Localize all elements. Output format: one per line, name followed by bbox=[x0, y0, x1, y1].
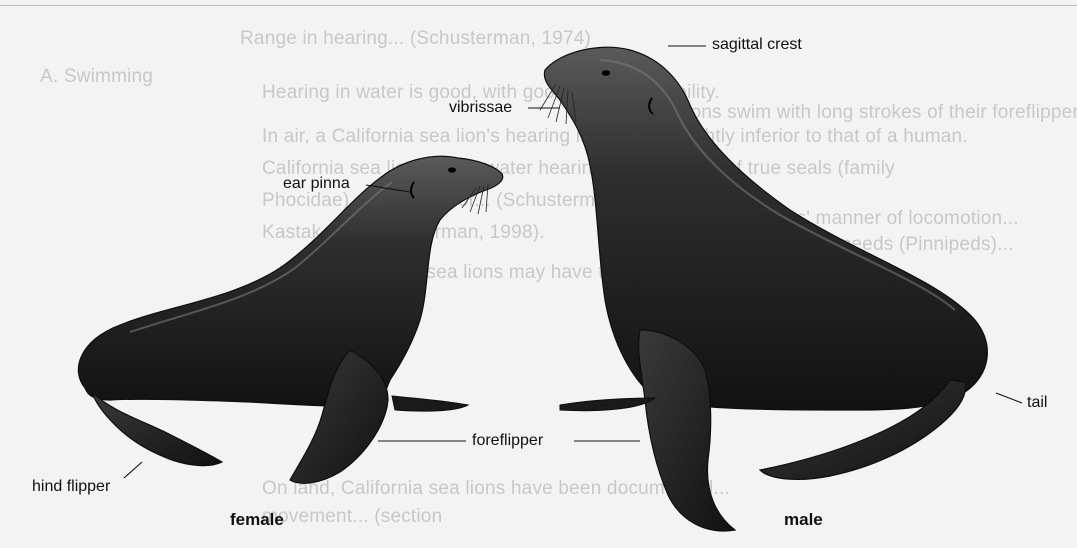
label-tail: tail bbox=[1027, 394, 1047, 412]
male-rear-foot bbox=[560, 398, 655, 411]
female-sea-lion bbox=[78, 156, 502, 483]
female-rear-foot bbox=[392, 396, 468, 411]
female-hind-flipper bbox=[92, 392, 222, 466]
leader-hind-flipper bbox=[124, 462, 142, 478]
male-body bbox=[544, 47, 987, 410]
caption-male: male bbox=[784, 510, 823, 530]
male-eye bbox=[602, 70, 610, 76]
label-hind-flipper: hind flipper bbox=[32, 478, 110, 496]
label-sagittal-crest: sagittal crest bbox=[712, 36, 802, 54]
label-foreflipper: foreflipper bbox=[472, 432, 543, 450]
leader-tail bbox=[996, 393, 1022, 403]
label-ear-pinna: ear pinna bbox=[283, 175, 350, 193]
caption-female: female bbox=[230, 510, 284, 530]
female-eye bbox=[448, 167, 456, 172]
female-body bbox=[78, 156, 502, 406]
male-sea-lion bbox=[540, 47, 987, 531]
label-vibrissae: vibrissae bbox=[449, 99, 512, 117]
